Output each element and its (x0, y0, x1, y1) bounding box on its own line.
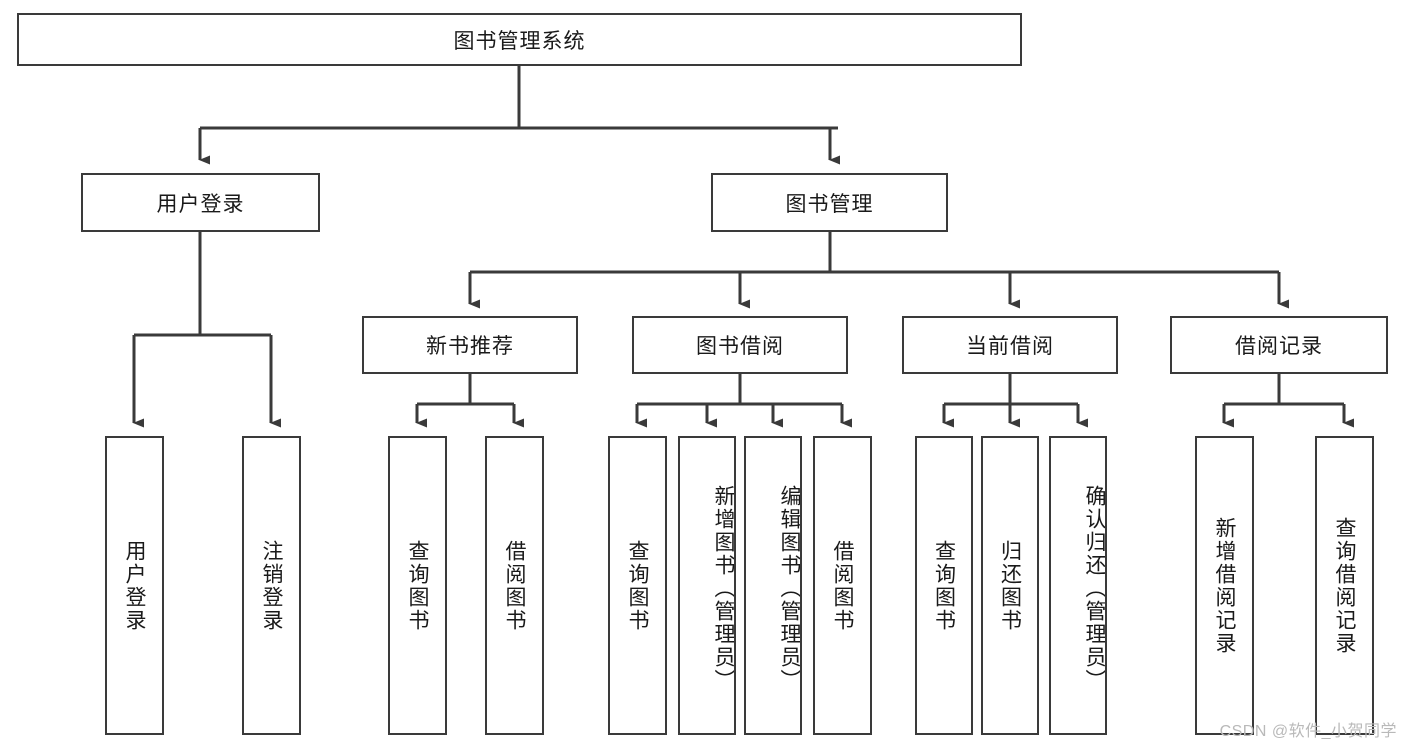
node-label: 注销登录 (260, 539, 283, 632)
node-leaf-add-book-admin[interactable]: 新增图书（管理员） (678, 436, 736, 735)
node-label: 归还图书 (998, 539, 1022, 632)
node-label: 确认归还（管理员） (1083, 485, 1106, 692)
node-leaf-edit-book-admin[interactable]: 编辑图书（管理员） (744, 436, 802, 735)
node-label: 新增图书（管理员） (712, 485, 735, 692)
node-leaf-add-borrow-record[interactable]: 新增借阅记录 (1195, 436, 1254, 735)
node-current-borrow[interactable]: 当前借阅 (902, 316, 1118, 374)
node-leaf-borrow-book[interactable]: 借阅图书 (813, 436, 872, 735)
node-leaf-query-borrow-record[interactable]: 查询借阅记录 (1315, 436, 1374, 735)
node-label: 用户登录 (123, 539, 146, 632)
node-label: 借阅图书 (831, 539, 854, 632)
node-label: 编辑图书（管理员） (778, 485, 801, 692)
node-book-manage[interactable]: 图书管理 (711, 173, 948, 232)
node-label: 新增借阅记录 (1213, 516, 1236, 655)
node-label: 当前借阅 (966, 335, 1054, 358)
node-borrow-record[interactable]: 借阅记录 (1170, 316, 1388, 374)
edge-bookmanage-to-level3 (468, 232, 1289, 309)
node-user-login[interactable]: 用户登录 (81, 173, 320, 232)
edge-bookborrow-to-leaves (635, 374, 852, 428)
node-label: 图书管理 (785, 192, 874, 216)
node-leaf-query-book-current[interactable]: 查询图书 (915, 436, 973, 735)
edge-userlogin-to-leaves (132, 232, 281, 428)
node-leaf-borrow-book-recommend[interactable]: 借阅图书 (485, 436, 544, 735)
node-leaf-logout[interactable]: 注销登录 (242, 436, 301, 735)
node-leaf-query-book-borrow[interactable]: 查询图书 (608, 436, 667, 735)
edge-root-to-level2 (198, 66, 840, 165)
node-label: 图书管理系统 (453, 29, 586, 53)
node-leaf-confirm-return-admin[interactable]: 确认归还（管理员） (1049, 436, 1107, 735)
node-label: 用户登录 (156, 192, 245, 216)
node-label: 借阅记录 (1235, 335, 1323, 358)
node-label: 新书推荐 (426, 335, 514, 358)
node-leaf-query-book-recommend[interactable]: 查询图书 (388, 436, 447, 735)
edge-borrowrecord-to-leaves (1222, 374, 1354, 428)
edge-currentborrow-to-leaves (942, 374, 1088, 428)
node-leaf-user-login[interactable]: 用户登录 (105, 436, 164, 735)
node-label: 查询图书 (406, 539, 429, 632)
node-book-borrow[interactable]: 图书借阅 (632, 316, 848, 374)
node-label: 查询图书 (932, 539, 956, 632)
node-leaf-return-book[interactable]: 归还图书 (981, 436, 1039, 735)
node-root-system[interactable]: 图书管理系统 (17, 13, 1022, 66)
node-label: 图书借阅 (696, 335, 784, 358)
edge-newbook-to-leaves (415, 374, 524, 428)
node-label: 查询借阅记录 (1333, 516, 1356, 655)
node-new-book-recommend[interactable]: 新书推荐 (362, 316, 578, 374)
node-label: 查询图书 (626, 539, 649, 632)
node-label: 借阅图书 (503, 539, 526, 632)
